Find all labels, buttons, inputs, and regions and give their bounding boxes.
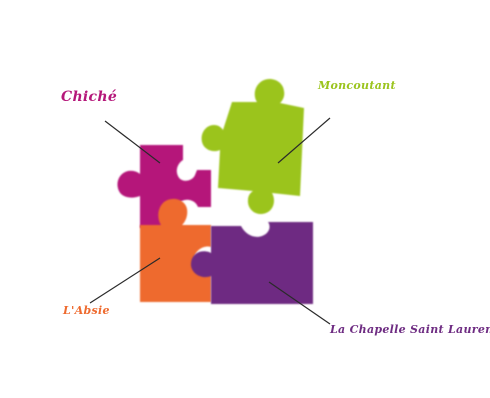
puzzle-piece-green	[201, 79, 304, 215]
leader-line-chiche	[104, 120, 161, 164]
puzzle-piece-orange	[140, 198, 211, 302]
label-chiche: Chiché	[61, 89, 118, 105]
label-moncoutant: Moncoutant	[318, 79, 396, 92]
puzzle-piece-magenta	[117, 145, 211, 228]
leader-line-moncoutant	[277, 117, 331, 164]
label-chapelle-saint-laurent: La Chapelle Saint Laurent	[330, 323, 490, 336]
puzzle-piece-purple	[190, 222, 313, 304]
leader-line-absie	[89, 257, 161, 304]
leader-line-chapelle	[268, 281, 331, 325]
label-absie: L'Absie	[63, 304, 110, 317]
